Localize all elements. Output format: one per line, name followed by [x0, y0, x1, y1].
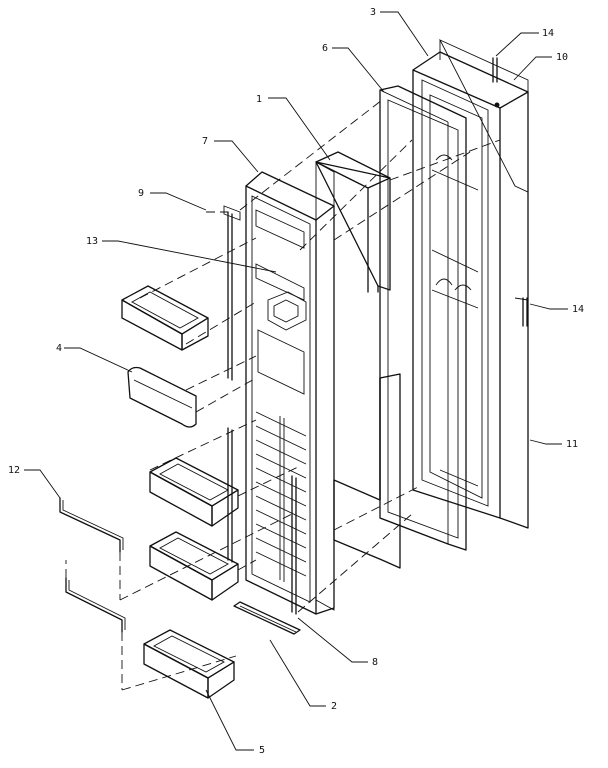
door-bin-2: [149, 457, 239, 527]
door-bin-1: [121, 285, 209, 351]
callout-2: 2: [331, 701, 337, 712]
shelf-support-upper: [59, 497, 124, 553]
callout-9: 9: [138, 188, 144, 199]
callout-13: 13: [86, 236, 98, 247]
callout-12: 12: [8, 465, 20, 476]
door-gasket: [379, 85, 467, 551]
callout-labels: 1 2 3 4 5 6 7 8 9 10 11 12 13 14 14: [8, 7, 584, 756]
inner-door-liner: [245, 171, 335, 615]
callout-14-side: 14: [572, 304, 584, 315]
door-bin-4: [143, 629, 235, 699]
bin-front-panel: [127, 366, 197, 428]
callout-11: 11: [566, 439, 578, 450]
retainer-rail-lower: [227, 427, 233, 563]
breaker-strip: [315, 151, 401, 611]
assembly-dashed-lines: [65, 99, 501, 691]
callout-1: 1: [256, 94, 262, 105]
door-bin-3: [149, 531, 239, 601]
callout-5: 5: [259, 745, 265, 756]
callout-7: 7: [202, 136, 208, 147]
shelf-support-lower: [65, 577, 126, 633]
bottom-retainer-bar: [233, 601, 301, 635]
callout-3: 3: [370, 7, 376, 18]
retainer-rail-right: [291, 475, 297, 615]
hinge-pin-top: [492, 57, 498, 83]
callout-8: 8: [372, 657, 378, 668]
hinge-pin-side: [522, 297, 528, 327]
callout-10: 10: [556, 52, 568, 63]
callout-4: 4: [56, 343, 62, 354]
retainer-rail-upper: [223, 205, 241, 381]
liner-ribs: [255, 411, 307, 582]
leader-lines: [24, 11, 568, 751]
callout-6: 6: [322, 43, 328, 54]
door-back-plate: [439, 39, 529, 520]
outer-door-panel: [412, 51, 529, 529]
callout-14-top: 14: [542, 28, 554, 39]
